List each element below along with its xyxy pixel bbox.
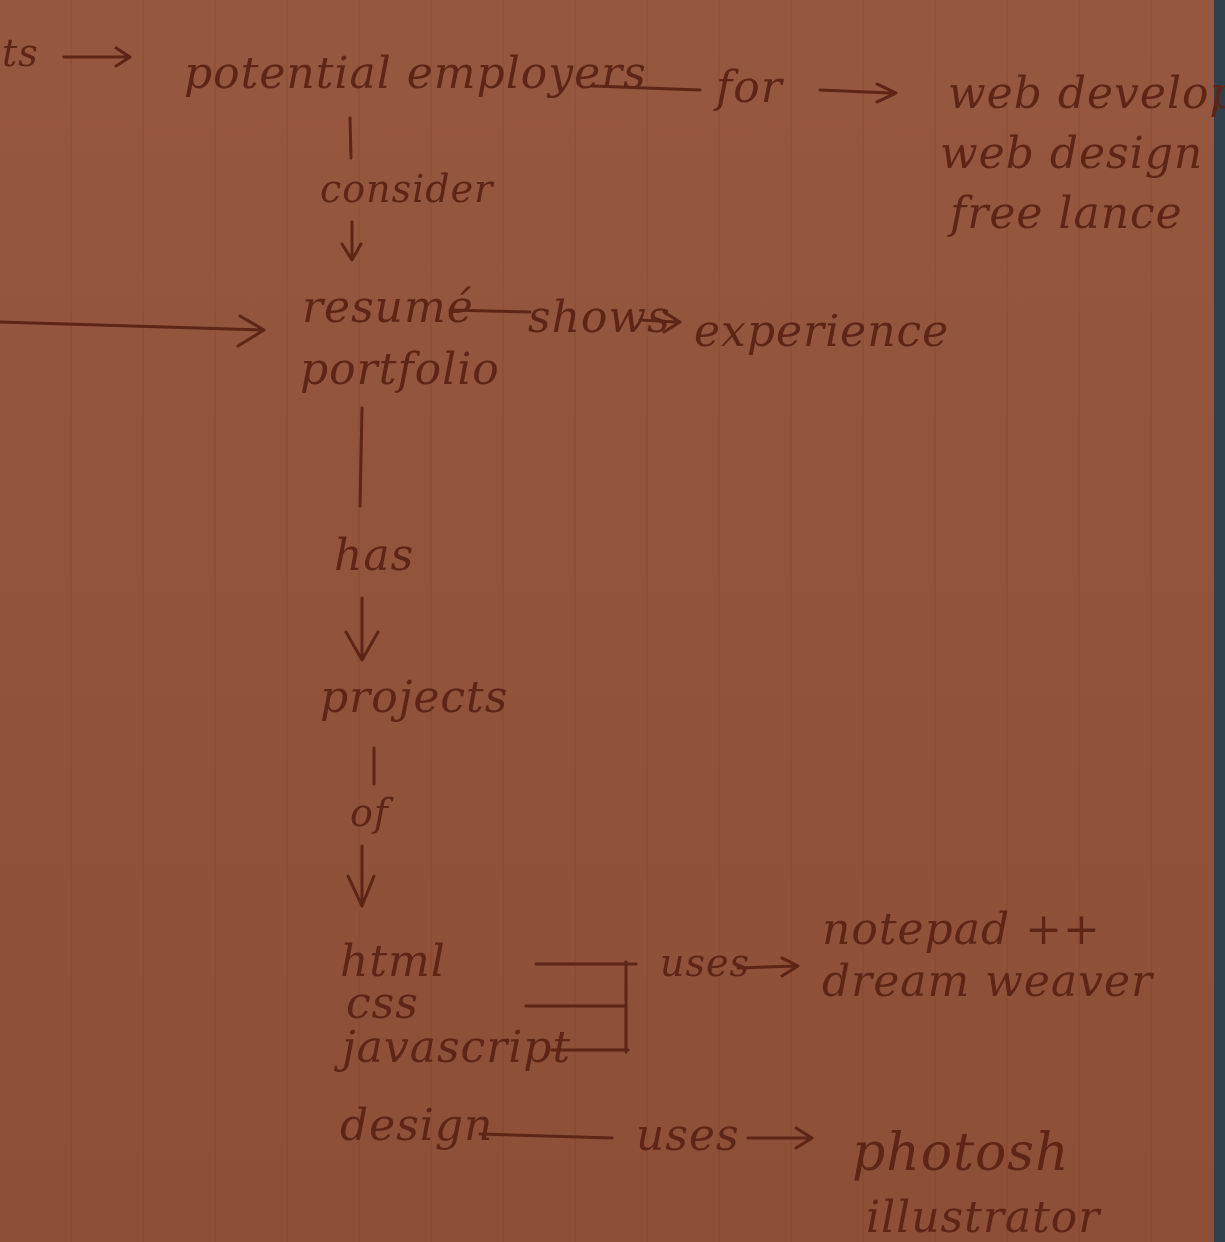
node-web-design: web design: [940, 128, 1203, 179]
node-illustrator: illustrator: [866, 1192, 1102, 1242]
node-projects: projects: [320, 672, 508, 723]
label-has: has: [334, 530, 414, 581]
node-fragment-ts: ts: [2, 31, 39, 75]
node-design: design: [340, 1100, 493, 1151]
line-portfolio-down: [358, 406, 364, 508]
edge-design-uses-graphics: [478, 1126, 814, 1150]
label-for: for: [713, 62, 785, 113]
paper-edge-shadow: [1214, 0, 1225, 1242]
node-photoshop: photosh: [852, 1123, 1069, 1183]
arrow-of-to-html: [346, 844, 376, 908]
edge-employers-for-targets: [590, 82, 898, 104]
node-notepad: notepad ++: [822, 904, 1101, 955]
arrow-left-to-resume: [0, 314, 266, 348]
node-potential-employers: potential employers: [184, 48, 647, 99]
label-shows: shows: [528, 292, 671, 343]
edge-resume-shows-experience: [448, 308, 682, 334]
arrow-consider-to-resume: [340, 220, 363, 262]
node-css: css: [346, 978, 419, 1029]
arrow-ts-to-employers: [62, 46, 132, 68]
arrow-uses-to-editors: [736, 956, 800, 978]
node-portfolio: portfolio: [300, 344, 500, 395]
node-resume: resumé: [302, 282, 474, 333]
node-experience: experience: [694, 306, 949, 357]
node-javascript: javascript: [333, 1022, 571, 1073]
label-uses-design: uses: [636, 1110, 740, 1161]
label-consider: consider: [320, 167, 495, 211]
node-web-development: web developm: [948, 68, 1225, 119]
label-of: of: [350, 791, 394, 835]
node-dreamweaver: dream weaver: [822, 956, 1155, 1007]
bracket-code-languages: [524, 960, 638, 1054]
line-employers-down: [348, 116, 353, 160]
node-html: html: [340, 936, 446, 987]
label-uses-code: uses: [660, 941, 750, 985]
arrow-has-to-projects: [344, 596, 380, 662]
node-free-lance: free lance: [947, 188, 1183, 239]
